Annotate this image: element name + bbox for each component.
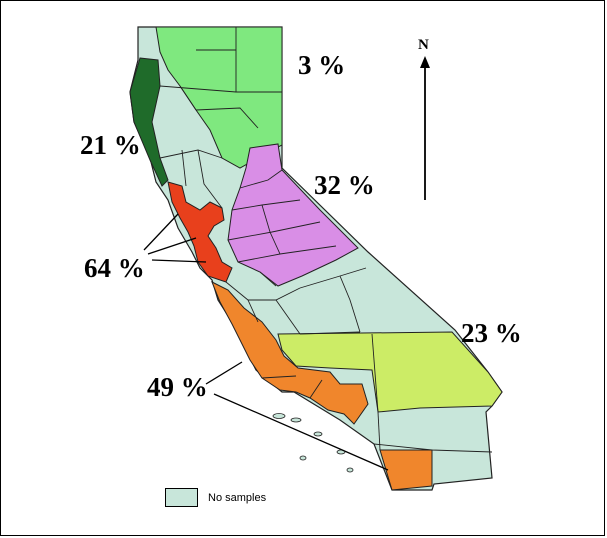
region-northeast [155,26,283,169]
legend-swatch [165,488,198,507]
region-sierra [227,143,359,287]
region-southcoast [211,280,369,425]
legend-label: No samples [208,491,267,504]
north-arrow [420,56,430,200]
region-southeast [277,331,503,413]
county-lines [159,27,493,486]
label-southeast: 23 % [461,318,522,348]
label-northeast: 3 % [298,50,346,80]
label-northcoast: 21 % [80,130,141,160]
label-southcoast: 49 % [147,372,208,402]
pointer-lines [143,213,389,471]
region-bayarea [167,181,233,283]
legend: No samples [165,488,266,507]
region-northcoast [129,57,169,187]
channel-islands [272,413,354,473]
label-sierra: 32 % [314,170,375,200]
label-bayarea: 64 % [84,253,145,283]
north-label: N [418,37,429,53]
